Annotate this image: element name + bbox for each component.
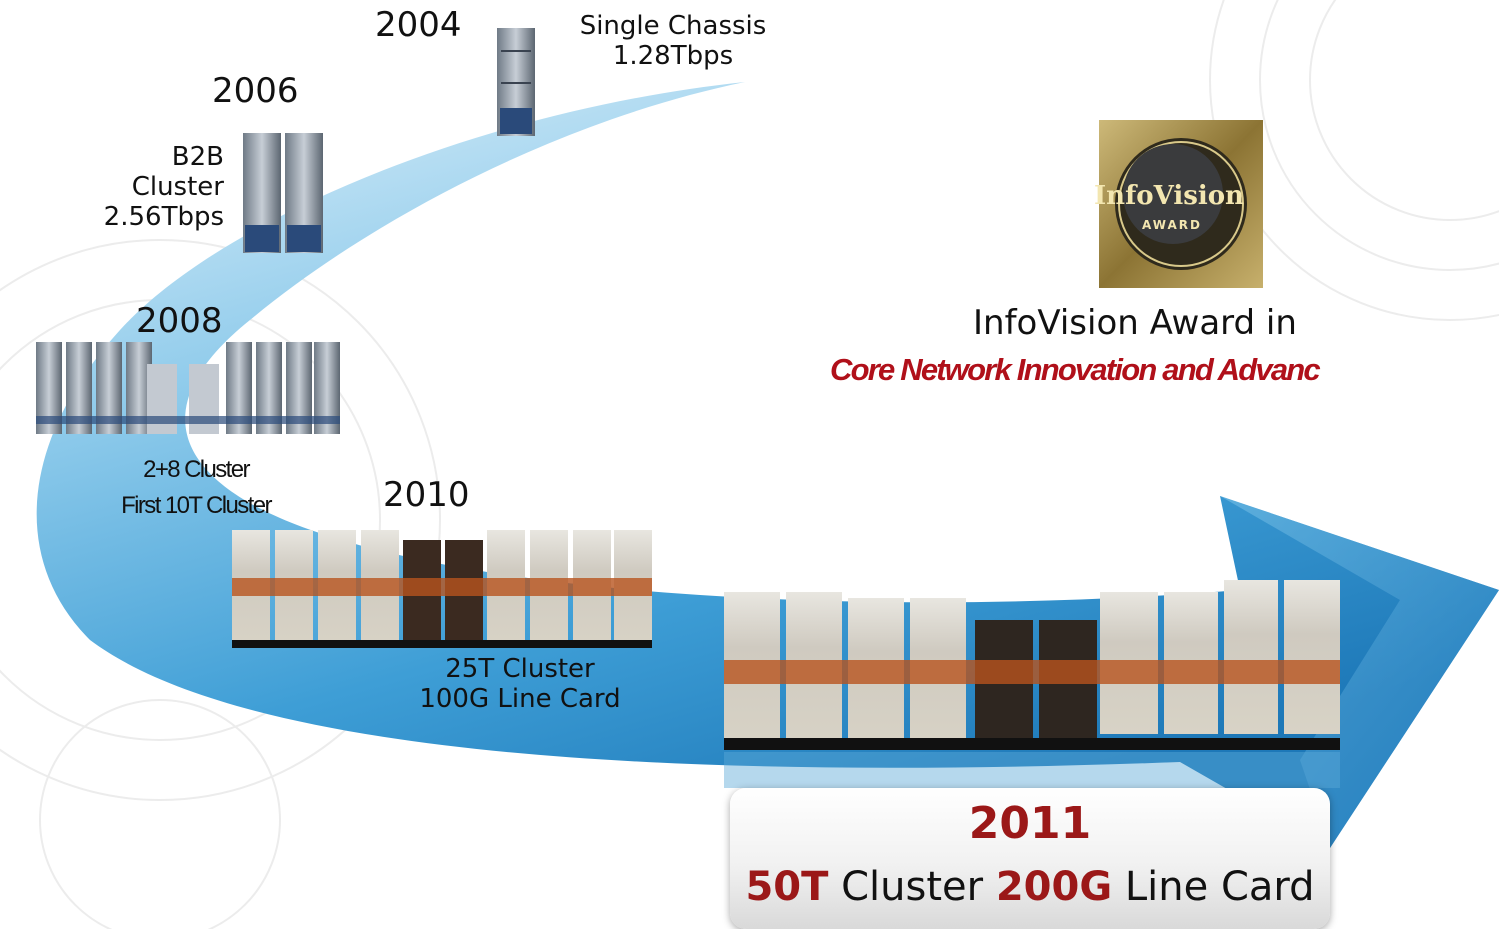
award-caption: InfoVision Award in (973, 303, 1297, 343)
milestone-2008-desc: 2+8 Cluster First 10T Cluster (94, 452, 298, 524)
chassis-2006-icon (243, 133, 323, 253)
milestone-2006-desc: B2B Cluster 2.56Tbps (84, 142, 224, 233)
milestone-2006-line2: Cluster (131, 171, 224, 202)
milestone-2010-line2: 100G Line Card (419, 683, 621, 714)
milestone-2010-line1: 25T Cluster (445, 654, 595, 684)
chassis-2010-icon (232, 530, 652, 648)
line-card-word: Line Card (1124, 864, 1315, 910)
year-2011: 2011 (968, 798, 1092, 849)
milestone-2006-line3: 2.56Tbps (103, 201, 224, 232)
cluster-capacity: 50T (745, 864, 829, 910)
chassis-2008-icon (36, 342, 340, 434)
line-card-speed: 200G (995, 864, 1113, 910)
year-2006: 2006 (212, 71, 299, 111)
award-emblem-title: InfoVision (1094, 181, 1244, 211)
year-2004: 2004 (375, 5, 462, 45)
arrow-head-highlight (1220, 496, 1499, 848)
milestone-2004-line1: Single Chassis (579, 11, 767, 41)
award-emblem-subtitle: AWARD (1142, 218, 1202, 232)
milestone-2011-desc: 50T Cluster 200G Line Card (730, 864, 1330, 910)
cluster-word: Cluster (841, 864, 984, 910)
milestone-2008-line2: First 10T Cluster (121, 492, 272, 519)
milestone-2004-desc: Single Chassis 1.28Tbps (567, 11, 779, 72)
milestone-2010-desc: 25T Cluster 100G Line Card (400, 654, 640, 715)
infovision-award-emblem: InfoVision AWARD (1094, 120, 1263, 288)
chassis-2011-icon (724, 580, 1340, 788)
award-category: Core Network Innovation and Advanc (830, 352, 1321, 387)
highlight-2011-box: 2011 50T Cluster 200G Line Card (730, 788, 1330, 929)
chassis-2004-icon (497, 28, 535, 136)
milestone-2008-line1: 2+8 Cluster (143, 456, 250, 483)
milestone-2006-line1: B2B (171, 142, 224, 172)
year-2008: 2008 (136, 301, 223, 341)
year-2010: 2010 (383, 475, 470, 515)
milestone-2004-line2: 1.28Tbps (612, 40, 734, 71)
